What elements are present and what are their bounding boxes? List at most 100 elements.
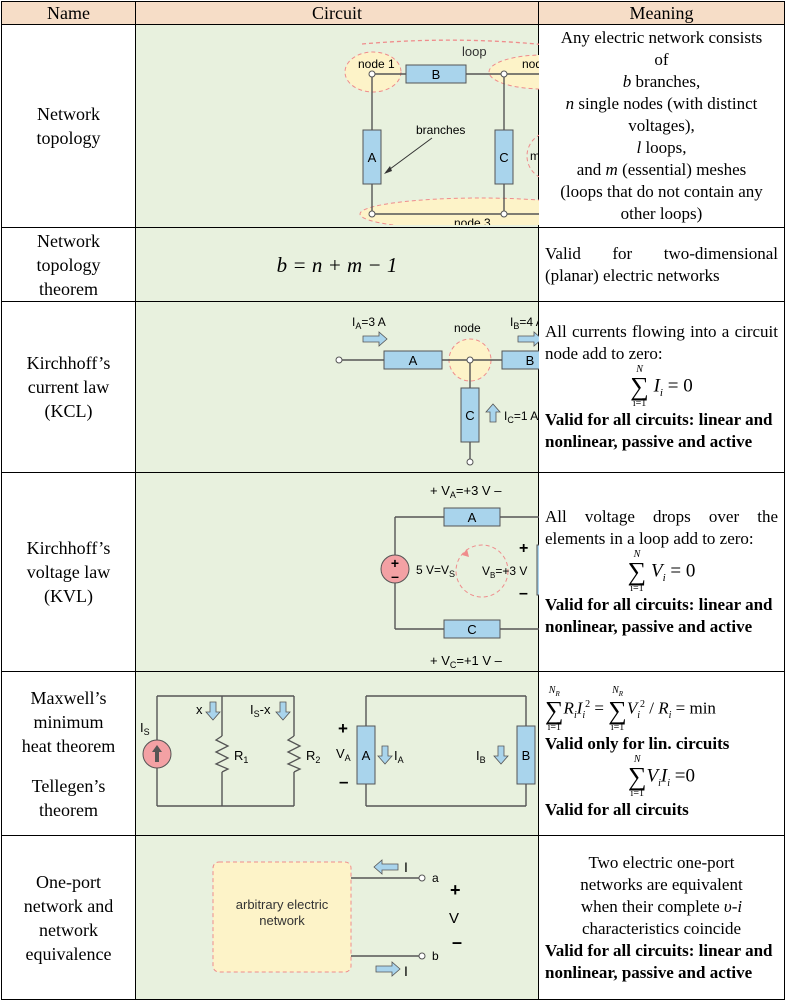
topology-formula: b = n + m − 1 <box>276 252 398 277</box>
kcl-diagram: IA=3 A IB=4 A node A B C <box>335 315 539 466</box>
branches-arrow-icon <box>384 165 392 174</box>
sum-symbol: NR∑i=1 <box>545 685 564 733</box>
element-a <box>362 129 382 184</box>
topology-meaning: Any electric network consists of b branc… <box>538 24 785 228</box>
resistor-r1 <box>214 735 230 773</box>
meaning-line: voltages), <box>628 116 695 135</box>
row-kvl: Kirchhoff’s voltage law (KVL) + VA=+3 V … <box>1 472 785 672</box>
ib-arrow-icon <box>493 745 509 765</box>
meaning-line: characteristics coincide <box>581 918 742 938</box>
row-name: One-port network and network equivalence <box>1 835 136 1000</box>
header-name: Name <box>1 1 136 25</box>
va-minus: – <box>339 772 348 791</box>
meaning-line: Two electric one-port <box>588 852 735 872</box>
row-name-text: Kirchhoff’s current law (KCL) <box>26 353 111 421</box>
meaning-line: when their complete υ-i <box>580 896 743 916</box>
isx-label: IS-x <box>250 702 271 719</box>
kcl-circuit: IA=3 A IB=4 A node A B C <box>135 301 539 473</box>
element-b-label: B <box>522 748 531 763</box>
one-port-meaning: Two electric one-port networks are equiv… <box>538 835 785 1000</box>
v-minus: – <box>452 932 462 952</box>
ic-label: IC=1 A <box>504 409 538 425</box>
isx-arrow-icon <box>275 701 291 721</box>
ia-label: IA=3 A <box>352 315 386 331</box>
topology-diagram: loop B A C D <box>344 39 539 225</box>
i-top-arrow-icon <box>373 859 399 875</box>
row-maxwell-tellegen: Maxwell’s minimum heat theorem Tellegen’… <box>1 671 785 836</box>
sum-symbol: NR∑i=1 <box>608 685 627 733</box>
va-plus: + <box>338 719 348 738</box>
element-b-label: B <box>526 353 535 368</box>
row-network-topology: Network topology loop B <box>1 24 785 228</box>
va-label: VA <box>336 746 351 763</box>
meaning-line: n single nodes (with distinct <box>565 94 758 113</box>
x-label: x <box>196 702 203 717</box>
source-plus: + <box>391 555 399 571</box>
ia-arrow-icon <box>362 331 388 347</box>
vb-plus: + <box>519 540 528 557</box>
voltage-source <box>380 554 410 584</box>
x-arrow-icon <box>205 701 221 721</box>
kcl-meaning: All currents flowing into a circuit node… <box>538 301 785 473</box>
kvl-validity: Valid for all circuits: linear and nonli… <box>545 595 773 636</box>
element-c <box>443 619 501 639</box>
meaning-line: and m (essential) meshes <box>576 160 747 179</box>
header-row: Name Circuit Meaning <box>1 1 785 25</box>
element-b <box>516 725 536 785</box>
row-topology-theorem: Network topology theorem b = n + m − 1 V… <box>1 227 785 302</box>
va-label: + VA=+3 V – <box>430 483 502 500</box>
source-minus: – <box>391 568 399 584</box>
maxwell-validity: Valid only for lin. circuits <box>545 734 730 753</box>
row-name: Maxwell’s minimum heat theorem Tellegen’… <box>1 671 136 836</box>
meaning-line: of <box>654 50 669 69</box>
kvl-text: All voltage drops over the elements in a… <box>545 507 778 548</box>
ib-label: IB=4 A <box>510 315 539 331</box>
element-a-label: A <box>409 353 418 368</box>
terminal-b-label: b <box>432 949 439 963</box>
tellegen-name: Tellegen’s theorem <box>31 775 106 820</box>
v-plus: + <box>450 880 461 900</box>
source-arrow-icon <box>152 745 162 762</box>
one-port-validity: Valid for all circuits: linear and nonli… <box>545 940 773 982</box>
row-name: Kirchhoff’s voltage law (KVL) <box>1 472 136 672</box>
row-name-text: One-port network and network equivalence <box>23 871 114 964</box>
i-bot-label: I <box>404 963 408 979</box>
element-a <box>443 507 501 527</box>
meaning-line: other loops) <box>620 204 703 223</box>
kvl-formula: N∑i=1 Vi = 0 <box>627 549 696 594</box>
r1-label: R1 <box>234 748 248 765</box>
row-name-text: Kirchhoff’s voltage law (KVL) <box>26 538 111 606</box>
meaning-line: b branches, <box>622 72 701 91</box>
topology-circuit: loop B A C D <box>135 24 539 228</box>
meaning-line: (loops that do not contain any <box>560 182 763 201</box>
kvl-diagram: + VA=+3 V – A B C + – 5 V=VS <box>380 483 539 670</box>
meaning-line: networks are equivalent <box>580 874 743 894</box>
one-port-box <box>212 861 352 973</box>
ia-arrow-icon <box>377 745 393 765</box>
r2-label: R2 <box>306 748 320 765</box>
header-meaning: Meaning <box>538 1 785 25</box>
element-a-label: A <box>468 510 477 525</box>
row-name-text: Network topology <box>36 104 101 148</box>
ic-arrow-icon <box>485 403 501 423</box>
loop-arrow-icon <box>462 549 469 557</box>
meaning-line: l loops, <box>636 138 687 157</box>
maxwell-diagram: IS x IS-x R1 R2 + VA – A B <box>140 695 536 807</box>
element-c-label: C <box>499 150 508 165</box>
row-name: Kirchhoff’s current law (KCL) <box>1 301 136 473</box>
sum-symbol: N∑i=1 <box>627 549 647 594</box>
maxwell-circuit: IS x IS-x R1 R2 + VA – A B <box>135 671 539 836</box>
element-b <box>536 544 539 596</box>
loop-arc <box>361 39 539 45</box>
ia-label: IA <box>394 748 404 765</box>
element-c-label: C <box>465 408 474 423</box>
kvl-meaning: All voltage drops over the elements in a… <box>538 472 785 672</box>
kcl-text: All currents flowing into a circuit node… <box>545 322 778 363</box>
